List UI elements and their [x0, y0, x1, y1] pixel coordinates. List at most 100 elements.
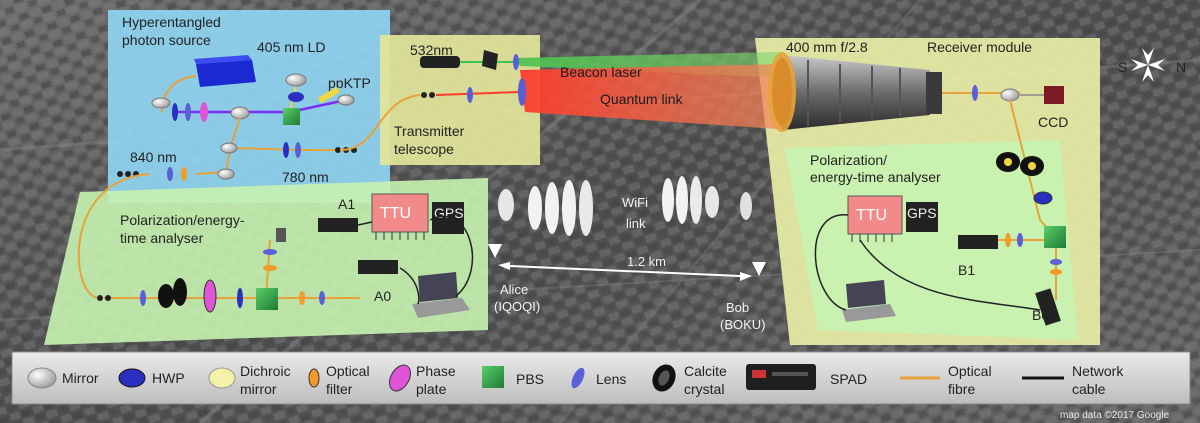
alice-filter-a1: [263, 265, 277, 271]
alice-lens-a1: [263, 249, 277, 255]
tx-lens-2: [518, 78, 526, 106]
analyser-right-line2: energy-time analyser: [810, 169, 941, 185]
alice-lens-a0: [319, 291, 325, 305]
legend-calcite-label-2: crystal: [684, 381, 724, 397]
bob-filter-b0: [1050, 269, 1062, 275]
legend-pbs-icon: [482, 366, 504, 388]
bob-spad-b1: [958, 235, 998, 249]
legend-phase-label-2: plate: [416, 381, 447, 397]
legend-filter-label-1: Optical: [326, 363, 370, 379]
source-mirror-3: [338, 95, 354, 105]
beacon-laser-label: Beacon laser: [560, 64, 642, 80]
bob-lens-b1: [1017, 233, 1023, 247]
alice-gps-label: GPS: [434, 205, 464, 221]
legend-dichroic-label-2: mirror: [240, 381, 277, 397]
source-mirror-4: [221, 143, 237, 153]
alice-line2: (IQOQI): [494, 299, 540, 314]
map-credit: map data ©2017 Google: [1060, 410, 1170, 421]
legend-mirror-icon: [28, 368, 56, 388]
rx-dichroic: [1001, 89, 1019, 101]
source-lens-2: [295, 142, 301, 158]
beacon-laser-532: [420, 56, 460, 68]
tx-lens-1: [467, 87, 473, 103]
quantum-link-label: Quantum link: [600, 91, 683, 107]
legend-hwp-label: HWP: [152, 370, 185, 386]
bob-filter-b1: [1005, 233, 1011, 247]
legend-network-label-1: Network: [1072, 363, 1124, 379]
legend-item-mirror: Mirror: [28, 368, 99, 388]
rx-lens-1: [972, 85, 978, 101]
legend-dichroic-label-1: Dichroic: [240, 363, 291, 379]
source-hwp-3: [283, 142, 289, 158]
legend-filter-label-2: filter: [326, 381, 353, 397]
compass-n-label: N: [1176, 59, 1186, 75]
legend-mirror-label: Mirror: [62, 370, 99, 386]
legend-hwp-icon: [119, 369, 145, 387]
source-title-line1: Hyperentangled: [122, 14, 221, 30]
bob-gps-label: GPS: [907, 205, 937, 221]
source-lens-1: [185, 103, 191, 121]
analyser-right-line1: Polarization/: [810, 152, 887, 168]
alice-line1: Alice: [500, 282, 528, 297]
source-hwp-1: [172, 103, 178, 121]
laser-diode-405nm: [194, 55, 256, 87]
alice-filter-a0: [299, 291, 305, 305]
legend-phase-label-1: Phase: [416, 363, 456, 379]
alice-spad-a0: [358, 260, 398, 274]
source-mirror-2: [286, 74, 306, 86]
source-mirror-5: [218, 169, 234, 179]
source-mirror-1: [152, 98, 170, 108]
bob-ttu-label: TTU: [856, 207, 887, 224]
legend-fibre-label-2: fibre: [948, 381, 975, 397]
ccd-camera: [1044, 86, 1064, 104]
alice-lens-1: [140, 290, 146, 306]
beacon-lens: [513, 54, 519, 70]
bob-pbs: [1044, 226, 1066, 248]
legend-item-hwp: HWP: [119, 369, 185, 387]
alice-ttu-label: TTU: [380, 205, 411, 222]
source-lens-3: [167, 167, 173, 181]
compass-s-label: S: [1118, 59, 1127, 75]
legend-spad-label: SPAD: [830, 371, 867, 387]
legend-fibre-label-1: Optical: [948, 363, 992, 379]
bob-hwp: [1034, 192, 1052, 204]
alice-hwp: [237, 288, 243, 308]
alice-spad-a1: [318, 218, 358, 232]
transmitter-line1: Transmitter: [394, 123, 465, 139]
source-phase-plate: [200, 102, 208, 122]
wl-532-label: 532nm: [410, 42, 453, 58]
source-hwp-2: [288, 92, 304, 102]
analyser-left-line1: Polarization/energy-: [120, 212, 245, 228]
detector-a1-label: A1: [338, 196, 355, 212]
wl-780-label: 780 nm: [282, 169, 329, 185]
bob-gps: GPS: [906, 202, 938, 232]
source-dichroic-mirror: [231, 107, 249, 119]
source-pbs: [283, 108, 300, 125]
alice-calcite-2: [173, 278, 187, 306]
alice-calcite-1: [158, 284, 174, 308]
wifi-line2: link: [626, 216, 646, 231]
legend-dichroic-icon: [209, 368, 235, 388]
source-filter: [181, 167, 187, 181]
detector-a0-label: A0: [374, 288, 391, 304]
distance-label: 1.2 km: [627, 254, 666, 269]
ld-label: 405 nm LD: [257, 39, 325, 55]
lens-spec-label: 400 mm f/2.8: [786, 39, 868, 55]
bob-line2: (BOKU): [720, 317, 766, 332]
receiver-module-label: Receiver module: [927, 39, 1032, 55]
detector-b1-label: B1: [958, 262, 975, 278]
legend-network-label-2: cable: [1072, 381, 1106, 397]
alice-pbs: [256, 288, 278, 310]
bob-lens-b0: [1050, 259, 1062, 265]
legend-calcite-label-1: Calcite: [684, 363, 727, 379]
transmitter-line2: telescope: [394, 141, 454, 157]
wl-840-label: 840 nm: [130, 149, 177, 165]
alice-fibre-coupler: [276, 228, 286, 242]
wifi-line1: WiFi: [622, 195, 648, 210]
analyser-left-line2: time analyser: [120, 230, 204, 246]
legend-lens-label: Lens: [596, 371, 626, 387]
bob-line1: Bob: [726, 300, 749, 315]
alice-phase-plate: [204, 280, 216, 312]
